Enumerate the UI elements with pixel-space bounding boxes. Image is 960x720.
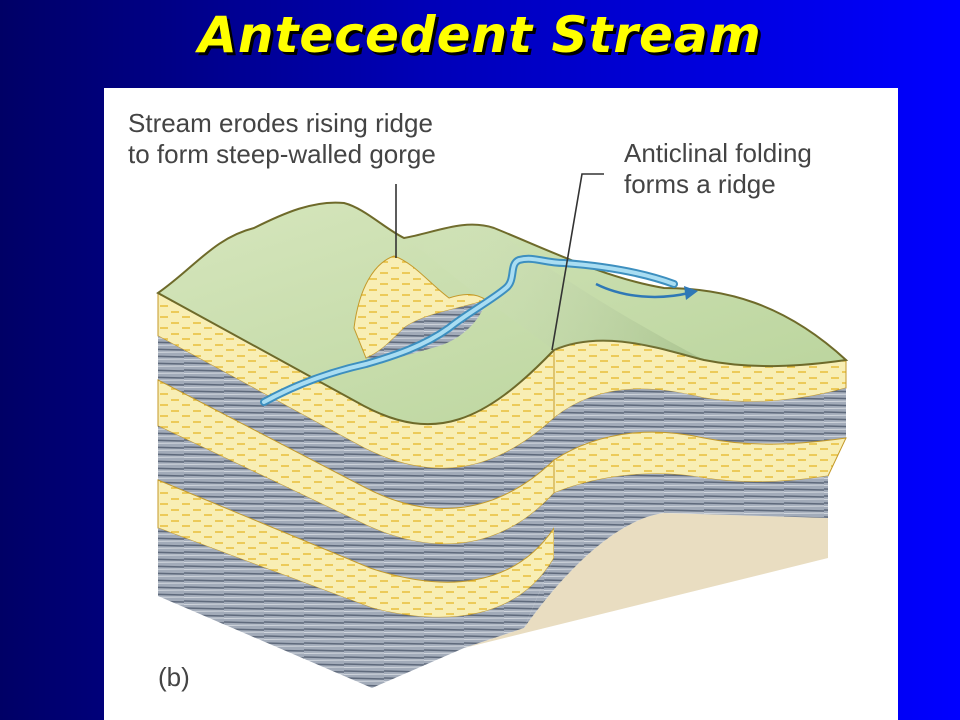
right-shale-1 bbox=[554, 388, 846, 460]
gorge-sandstone-wall bbox=[353, 255, 488, 359]
folding-callout-line2: forms a ridge bbox=[624, 169, 776, 199]
antecedent-stream-block-diagram bbox=[156, 173, 849, 688]
folding-callout-line1: Anticlinal folding bbox=[624, 138, 812, 168]
antecedent-river-highlight bbox=[262, 256, 676, 404]
front-shale-2 bbox=[158, 426, 554, 583]
right-shale-2 bbox=[524, 473, 828, 628]
front-shale-bottom bbox=[158, 528, 554, 688]
flow-arrow-head bbox=[684, 286, 698, 300]
basement-rock bbox=[464, 513, 828, 648]
ridge-shading bbox=[404, 224, 704, 360]
land-surface bbox=[156, 201, 849, 426]
gorge-callout: Stream erodes rising ridge to form steep… bbox=[128, 108, 436, 170]
folding-callout: Anticlinal folding forms a ridge bbox=[624, 138, 812, 200]
front-shale-1 bbox=[158, 336, 554, 509]
folding-leader-line bbox=[551, 173, 604, 351]
panel-label: (b) bbox=[158, 662, 190, 692]
gorge-callout-line1: Stream erodes rising ridge bbox=[128, 108, 433, 138]
slide-title: Antecedent Stream bbox=[198, 6, 762, 64]
gorge-shale-core bbox=[366, 300, 486, 360]
block-diagram-panel: Stream erodes rising ridge to form steep… bbox=[104, 88, 898, 720]
flow-direction-arrow bbox=[595, 282, 690, 299]
gorge-callout-line2: to form steep-walled gorge bbox=[128, 139, 436, 169]
